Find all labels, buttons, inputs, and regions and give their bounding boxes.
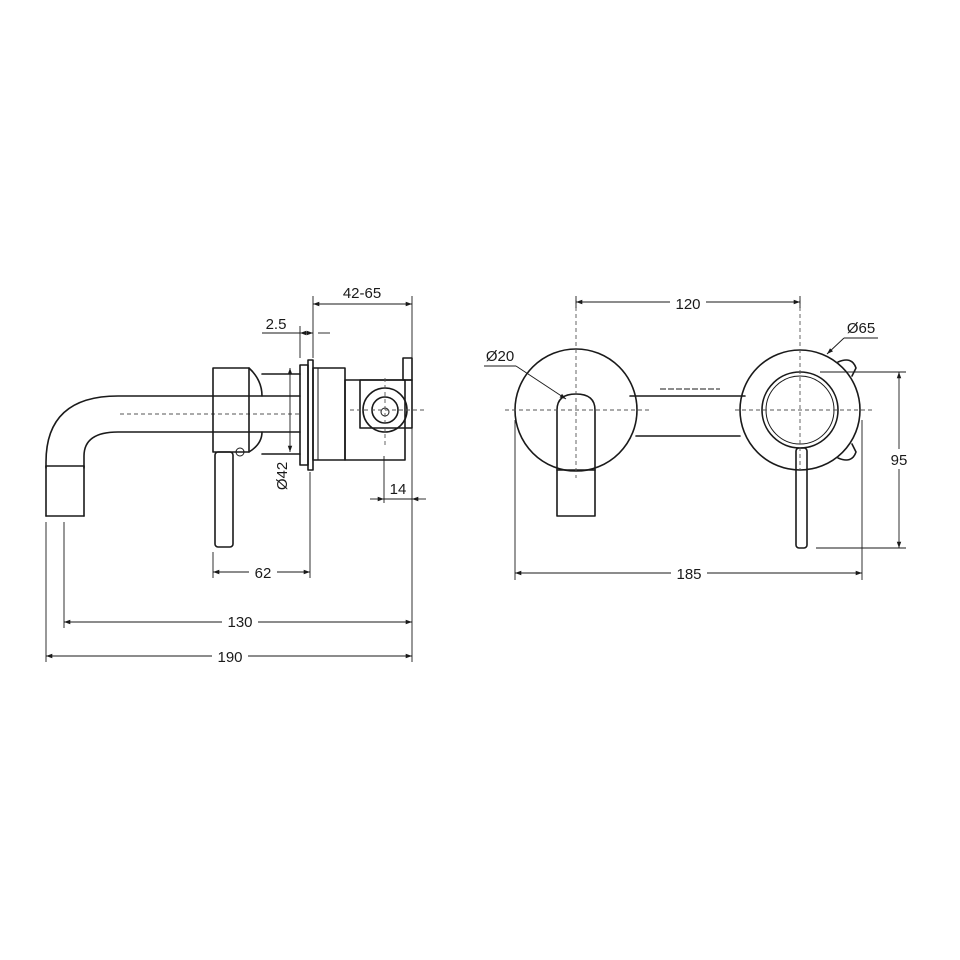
dim-overall-width: 185 [515, 563, 862, 583]
dim-rough-in-depth-label: 42-65 [343, 285, 381, 302]
dim-plate-thickness: 2.5 [262, 316, 330, 358]
dim-handle-offset-label: 62 [255, 565, 272, 582]
dim-plate-diameter: Ø65 [826, 320, 878, 355]
front-extension-lines [514, 296, 906, 580]
dim-centers: 120 [576, 292, 800, 313]
side-extension-lines [45, 296, 413, 662]
dim-flange-diameter: Ø42 [274, 368, 293, 490]
front-view: 120 Ø20 Ø65 95 185 [484, 292, 910, 583]
wall-plate-side [299, 359, 346, 471]
mixer-plate-front [735, 300, 872, 549]
dim-centers-label: 120 [675, 296, 700, 313]
spout-side-outline [45, 395, 301, 517]
dim-spout-projection: 130 [64, 612, 412, 631]
dim-spout-projection-label: 130 [227, 614, 252, 631]
dim-handle-height: 95 [888, 372, 910, 548]
dim-handle-height-label: 95 [891, 452, 908, 469]
dim-spout-diameter-label: Ø20 [486, 348, 514, 365]
dim-inlet-offset: 14 [370, 481, 426, 502]
dim-inlet-offset-label: 14 [390, 481, 407, 498]
dim-handle-offset: 62 [213, 562, 310, 582]
handle-body-side [212, 367, 301, 548]
dim-plate-diameter-label: Ø65 [847, 320, 875, 337]
dim-overall-width-label: 185 [676, 566, 701, 583]
side-view: 42-65 2.5 Ø42 14 62 [45, 285, 426, 666]
valve-body-side [344, 357, 425, 461]
dim-plate-thickness-label: 2.5 [266, 316, 287, 333]
spout-plate-front [505, 300, 650, 517]
dim-spout-diameter: Ø20 [484, 348, 567, 400]
dim-flange-diameter-label: Ø42 [274, 462, 291, 490]
dim-rough-in-depth: 42-65 [313, 285, 412, 307]
dim-overall-depth-label: 190 [217, 649, 242, 666]
connecting-body [629, 388, 746, 437]
dim-overall-depth: 190 [46, 646, 412, 666]
